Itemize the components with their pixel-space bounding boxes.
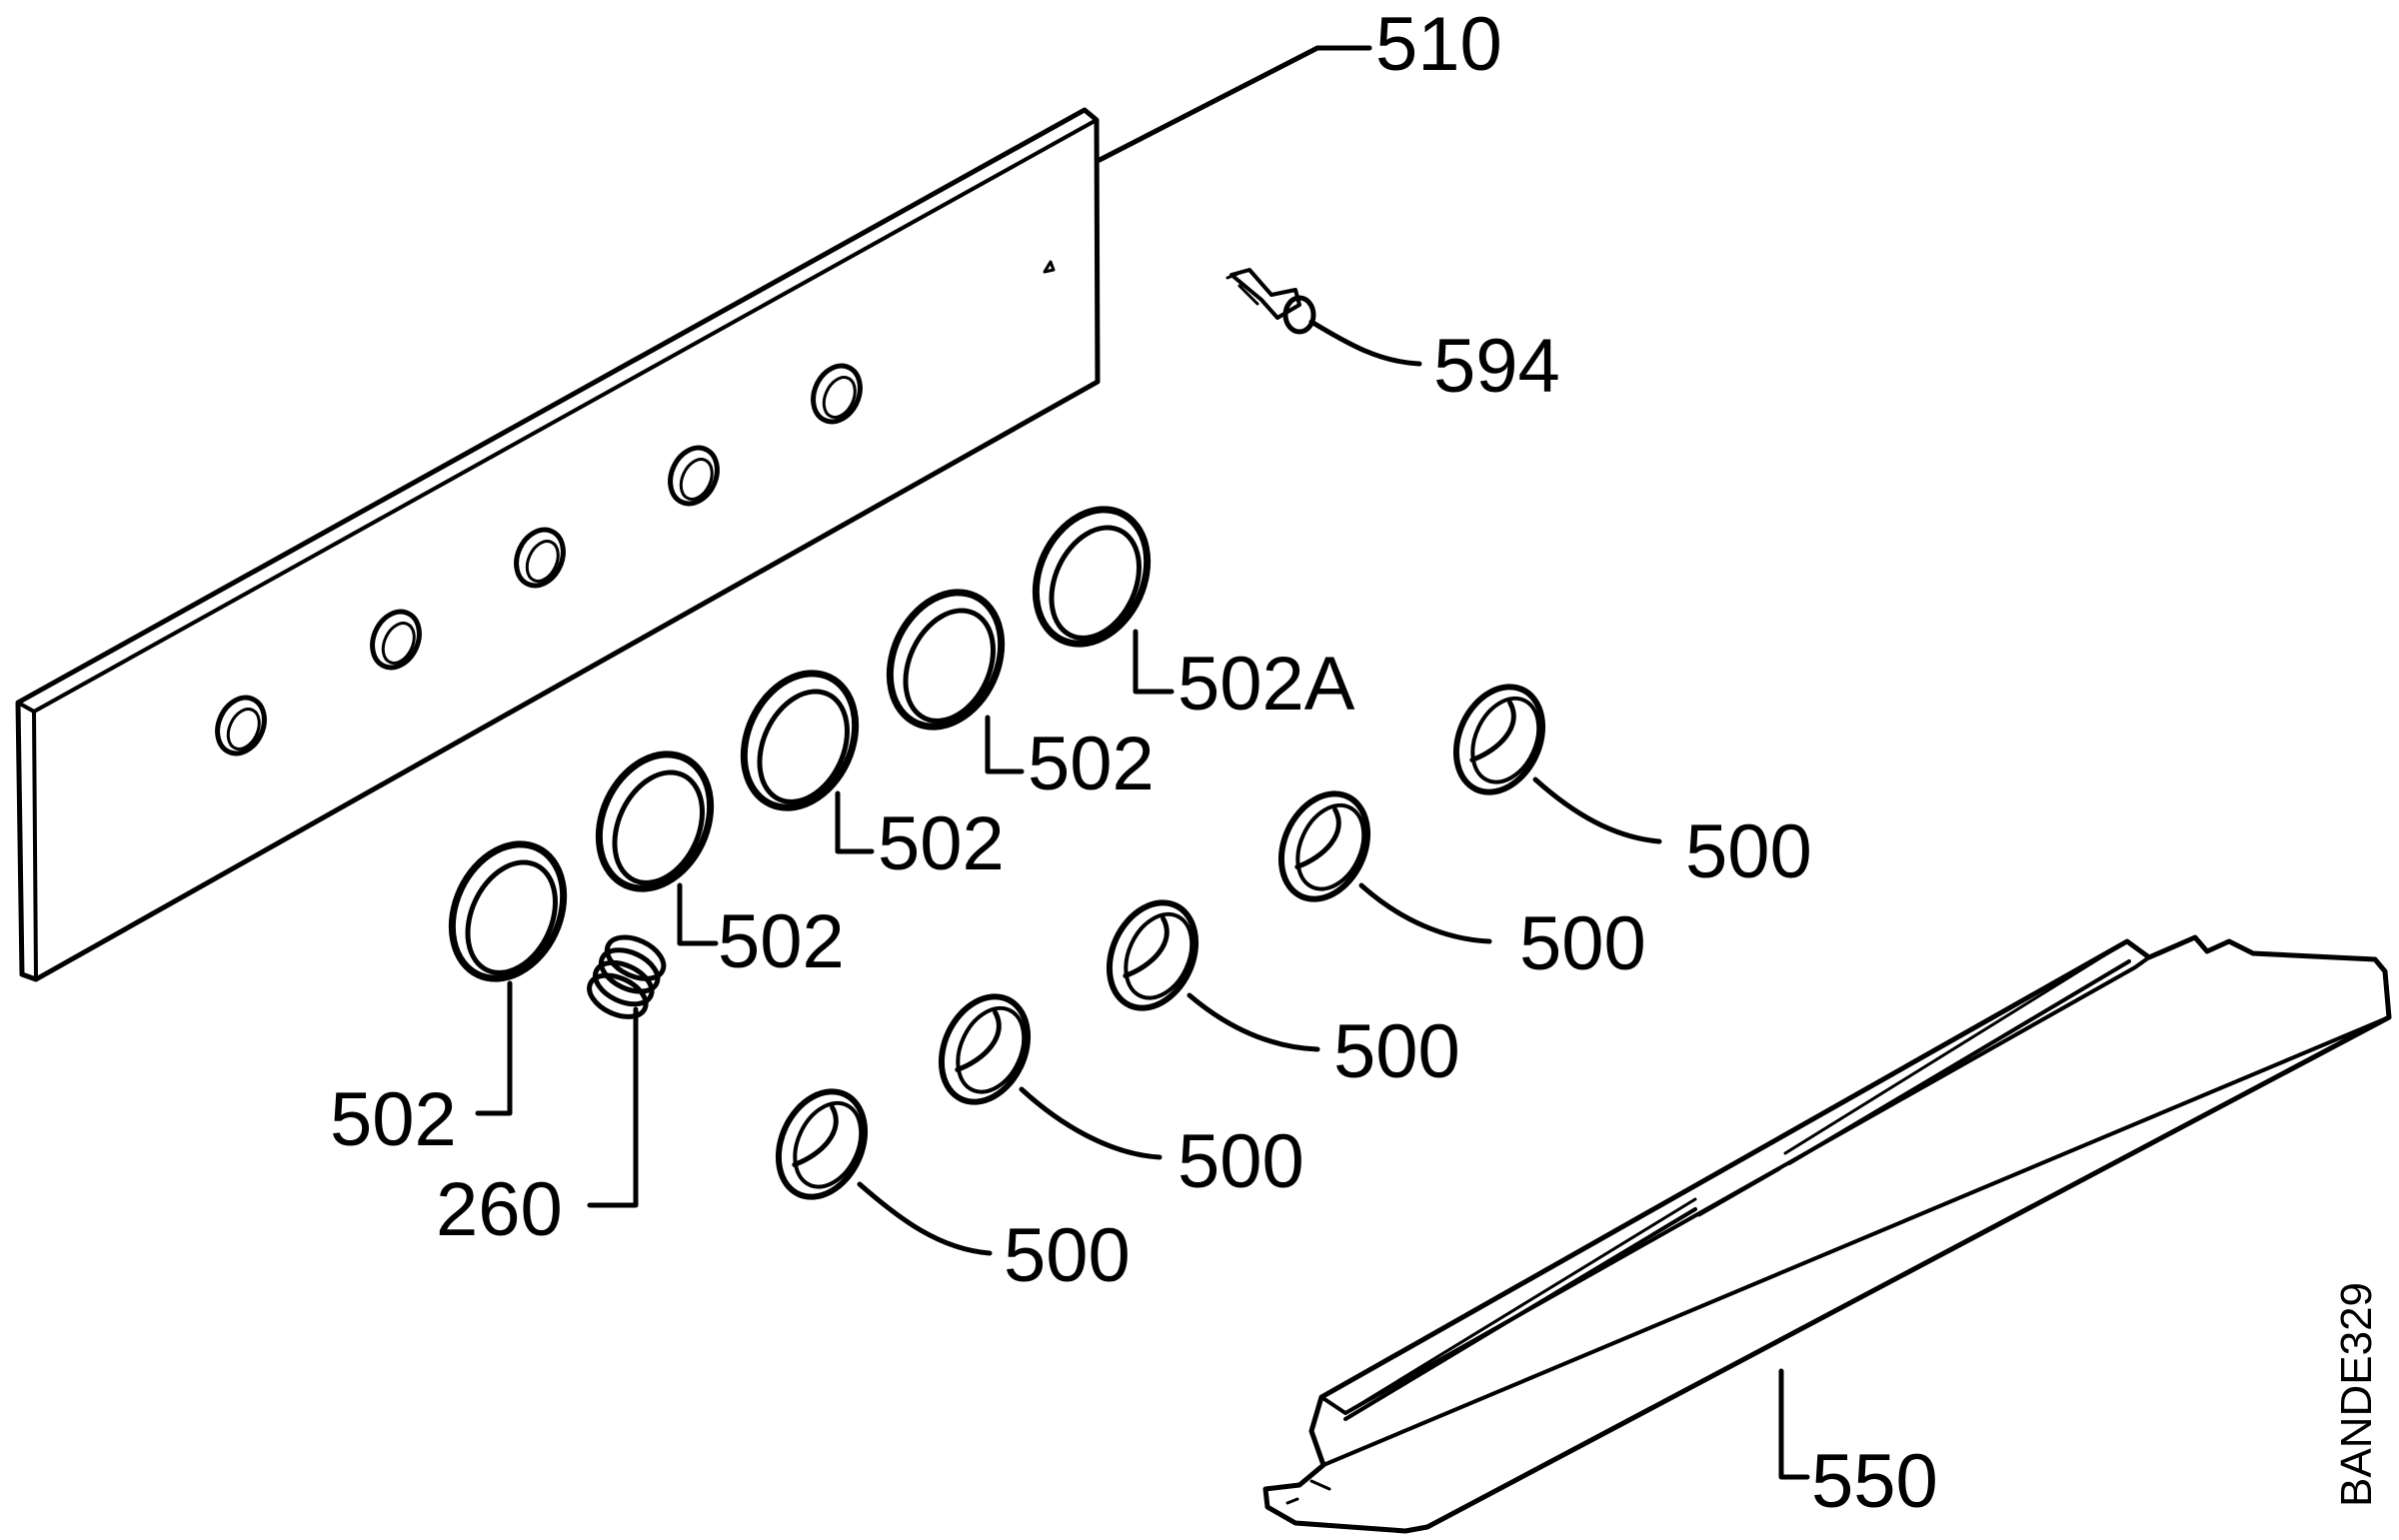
callout-550: 550 xyxy=(1811,1439,1938,1524)
leader-500-3 xyxy=(1187,992,1320,1052)
trim-strip-550 xyxy=(1262,934,2392,1534)
panel-hole xyxy=(370,609,422,671)
callout-500-2: 500 xyxy=(1178,1119,1304,1204)
leader-500-2 xyxy=(1019,1086,1163,1160)
leader-502-2 xyxy=(835,790,875,854)
spring-260 xyxy=(587,934,667,1019)
control-knob xyxy=(1452,684,1546,795)
figure-reference-code: BANDE329 xyxy=(2332,1282,2381,1507)
callout-502-3: 502 xyxy=(718,899,845,984)
control-knob xyxy=(1106,899,1200,1011)
control-knob xyxy=(938,993,1032,1105)
callout-510: 510 xyxy=(1375,2,1502,87)
panel-hole xyxy=(811,363,863,425)
leader-lines xyxy=(475,45,1810,1480)
knob-ring xyxy=(740,670,860,811)
control-knob xyxy=(1277,790,1371,902)
callout-500-3: 500 xyxy=(1333,1009,1460,1094)
leader-510 xyxy=(1097,45,1372,163)
callout-500-1: 500 xyxy=(1004,1213,1131,1298)
callout-502-1: 502 xyxy=(1028,722,1155,806)
knob-ring xyxy=(448,840,568,982)
knob-ring xyxy=(886,589,1006,731)
callout-502a: 502A xyxy=(1178,642,1355,727)
control-knob xyxy=(775,1088,869,1200)
panel-holes xyxy=(215,363,863,757)
callout-502-4: 502 xyxy=(330,1077,457,1162)
control-knobs xyxy=(775,684,1546,1200)
panel-hole xyxy=(514,527,566,589)
callout-labels: 510 594 502A 502 502 502 502 260 500 500… xyxy=(330,2,2381,1524)
knob-ring xyxy=(595,751,715,892)
leader-500-1 xyxy=(857,1181,993,1256)
clip-594 xyxy=(1225,268,1316,335)
leader-500-5 xyxy=(1532,776,1662,844)
knob-rings xyxy=(448,506,1152,982)
leader-260 xyxy=(587,1006,639,1208)
callout-260: 260 xyxy=(436,1167,563,1252)
leader-500-4 xyxy=(1358,882,1492,944)
leader-550 xyxy=(1778,1368,1810,1480)
callout-500-5: 500 xyxy=(1685,809,1812,894)
callout-500-4: 500 xyxy=(1519,901,1646,986)
knob-ring xyxy=(1032,506,1152,648)
leader-594 xyxy=(1308,319,1422,367)
callout-594: 594 xyxy=(1433,324,1560,409)
leader-502a xyxy=(1133,629,1175,695)
panel-hole xyxy=(668,445,720,507)
leader-502-1 xyxy=(985,715,1025,774)
panel-hole xyxy=(215,695,267,757)
leader-502-3 xyxy=(677,882,719,946)
leader-502-4 xyxy=(475,980,513,1116)
control-panel-510 xyxy=(15,107,1101,982)
callout-502-2: 502 xyxy=(878,801,1005,886)
